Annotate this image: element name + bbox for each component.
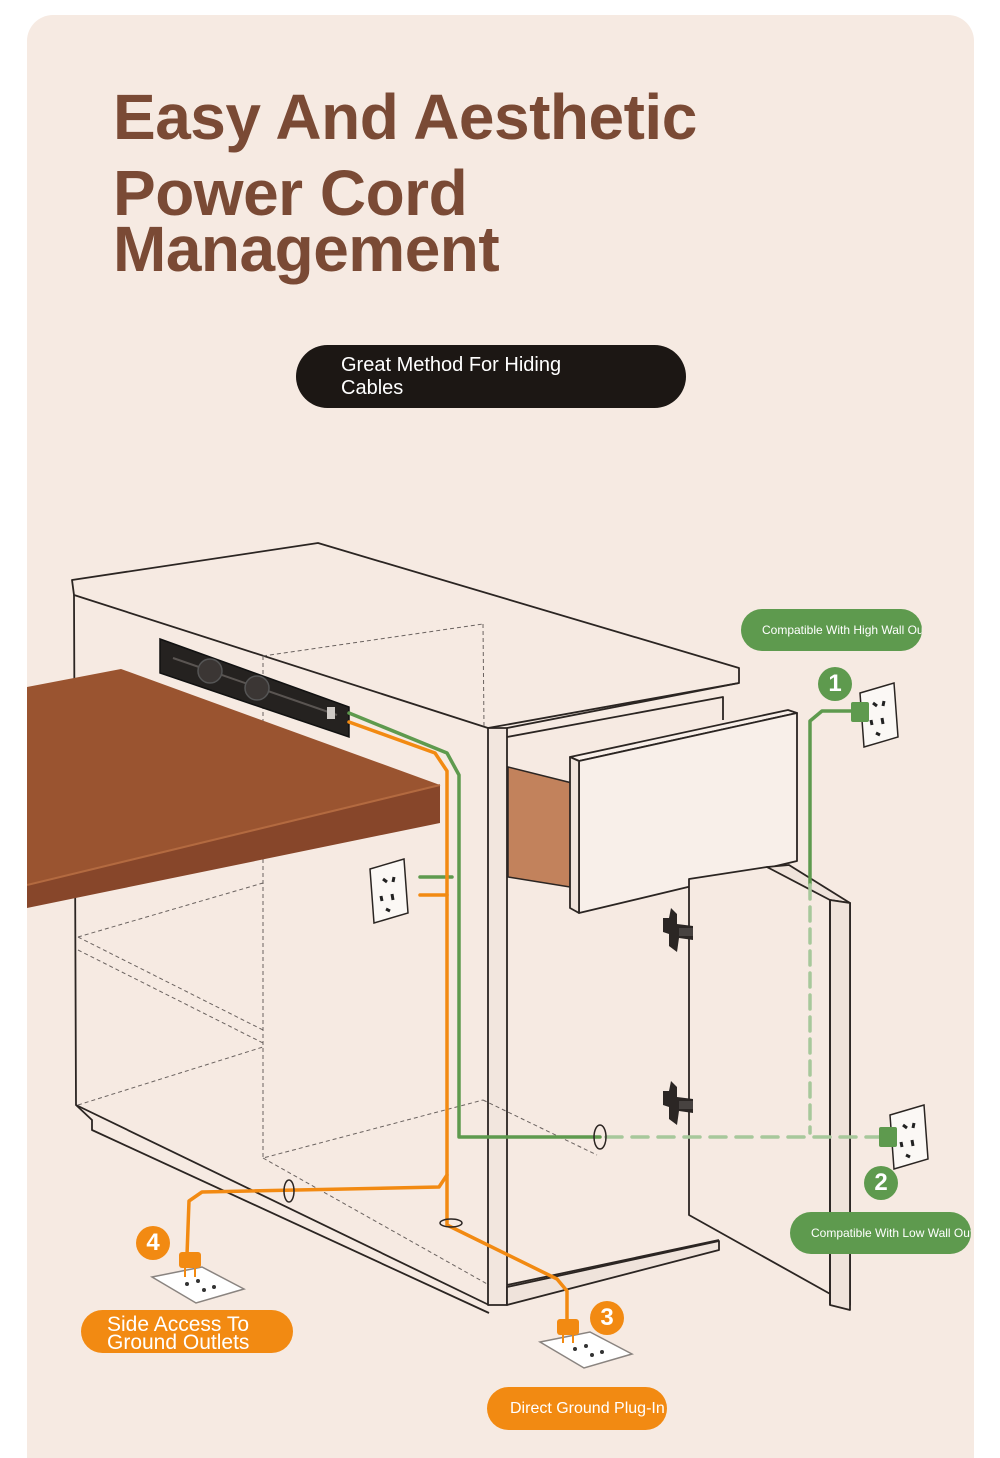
label-high-wall-outlets: Compatible With High Wall Outlets	[741, 609, 922, 651]
cabinet-diagram	[27, 542, 930, 1369]
power-strip-icon	[159, 637, 350, 739]
page-title-line-2: Power Cord	[113, 157, 468, 229]
hidden-edges	[77, 623, 598, 1286]
step-badge-1: 1	[818, 667, 852, 701]
label-low-wall-outlets: Compatible With Low Wall Outlets	[790, 1212, 971, 1254]
subtitle-pill: Great Method For Hiding Cables	[296, 345, 686, 408]
plug-icon	[879, 1127, 897, 1147]
desk-top	[27, 669, 441, 908]
cable-holes	[283, 1124, 607, 1228]
floor-outlet-icon	[151, 1266, 245, 1304]
drawer-front	[569, 709, 798, 914]
plug-icon	[557, 1319, 579, 1335]
subtitle-text: Great Method For Hiding Cables	[341, 354, 562, 399]
drawer-interior	[507, 766, 573, 888]
plug-icon	[851, 702, 869, 722]
plug-icon	[179, 1252, 201, 1268]
floor-outlet-icon	[539, 1331, 633, 1369]
infographic-card: Easy And Aesthetic Power Cord Management…	[27, 15, 974, 1458]
page-title-line-1: Easy And Aesthetic	[113, 81, 697, 153]
label-direct-ground: Direct Ground Plug-In	[487, 1387, 667, 1430]
page-title-line-3: Management	[113, 213, 500, 285]
wall-outlet-icon	[368, 857, 410, 925]
green-cable	[347, 709, 892, 1139]
label-side-access: Side Access To Ground Outlets	[81, 1310, 293, 1353]
step-badge-4: 4	[136, 1226, 170, 1260]
step-badge-3: 3	[590, 1301, 624, 1335]
orange-cable	[185, 720, 569, 1329]
step-badge-2: 2	[864, 1166, 898, 1200]
